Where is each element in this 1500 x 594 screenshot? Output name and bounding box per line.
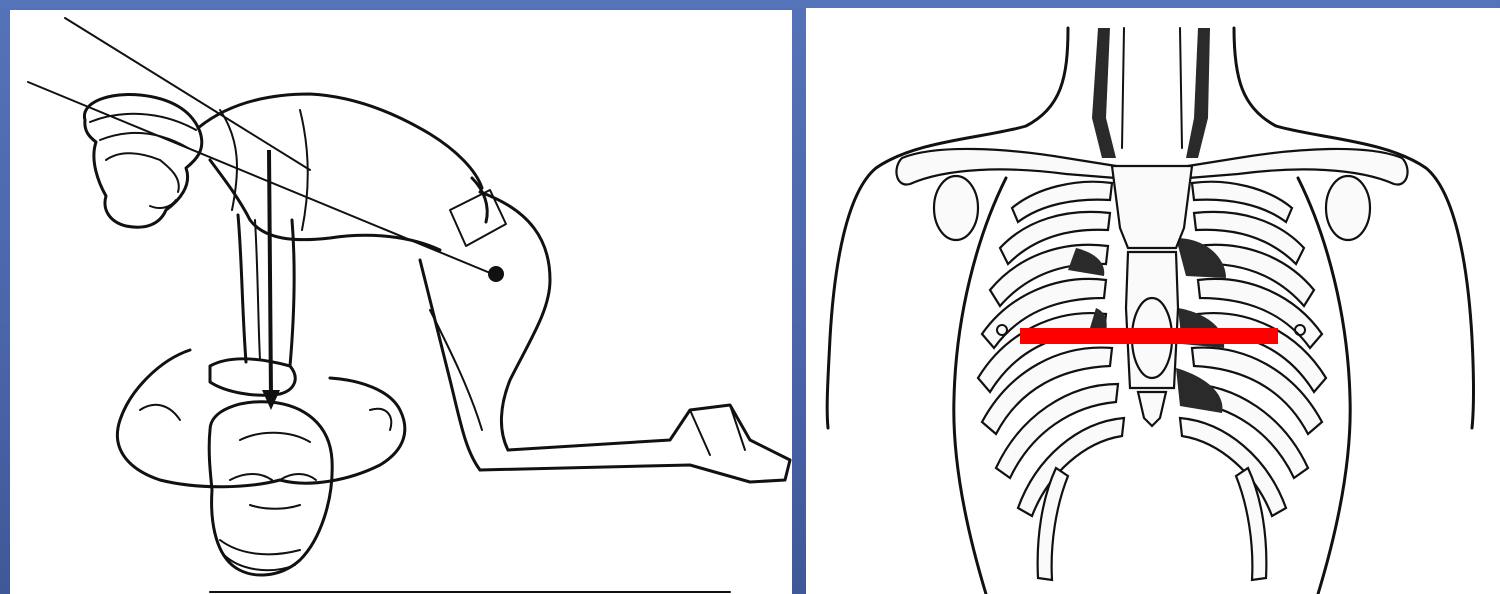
rib-cage-illustration <box>806 8 1500 594</box>
patient-head <box>209 402 332 575</box>
cpr-illustration-panel <box>10 10 792 594</box>
left-shoulder-joint <box>934 176 978 240</box>
rescuer-legs <box>420 192 790 482</box>
patient-figure <box>117 350 404 575</box>
cpr-rescuer-illustration <box>10 10 792 594</box>
rescuer-head <box>84 94 201 227</box>
rescuer-arms <box>210 215 295 395</box>
right-shoulder-joint <box>1326 176 1370 240</box>
hip-pivot-dot <box>488 266 504 282</box>
compression-site-marker <box>1020 328 1278 344</box>
ribcage-illustration-panel <box>806 8 1500 594</box>
neck-vessels <box>1092 28 1210 158</box>
